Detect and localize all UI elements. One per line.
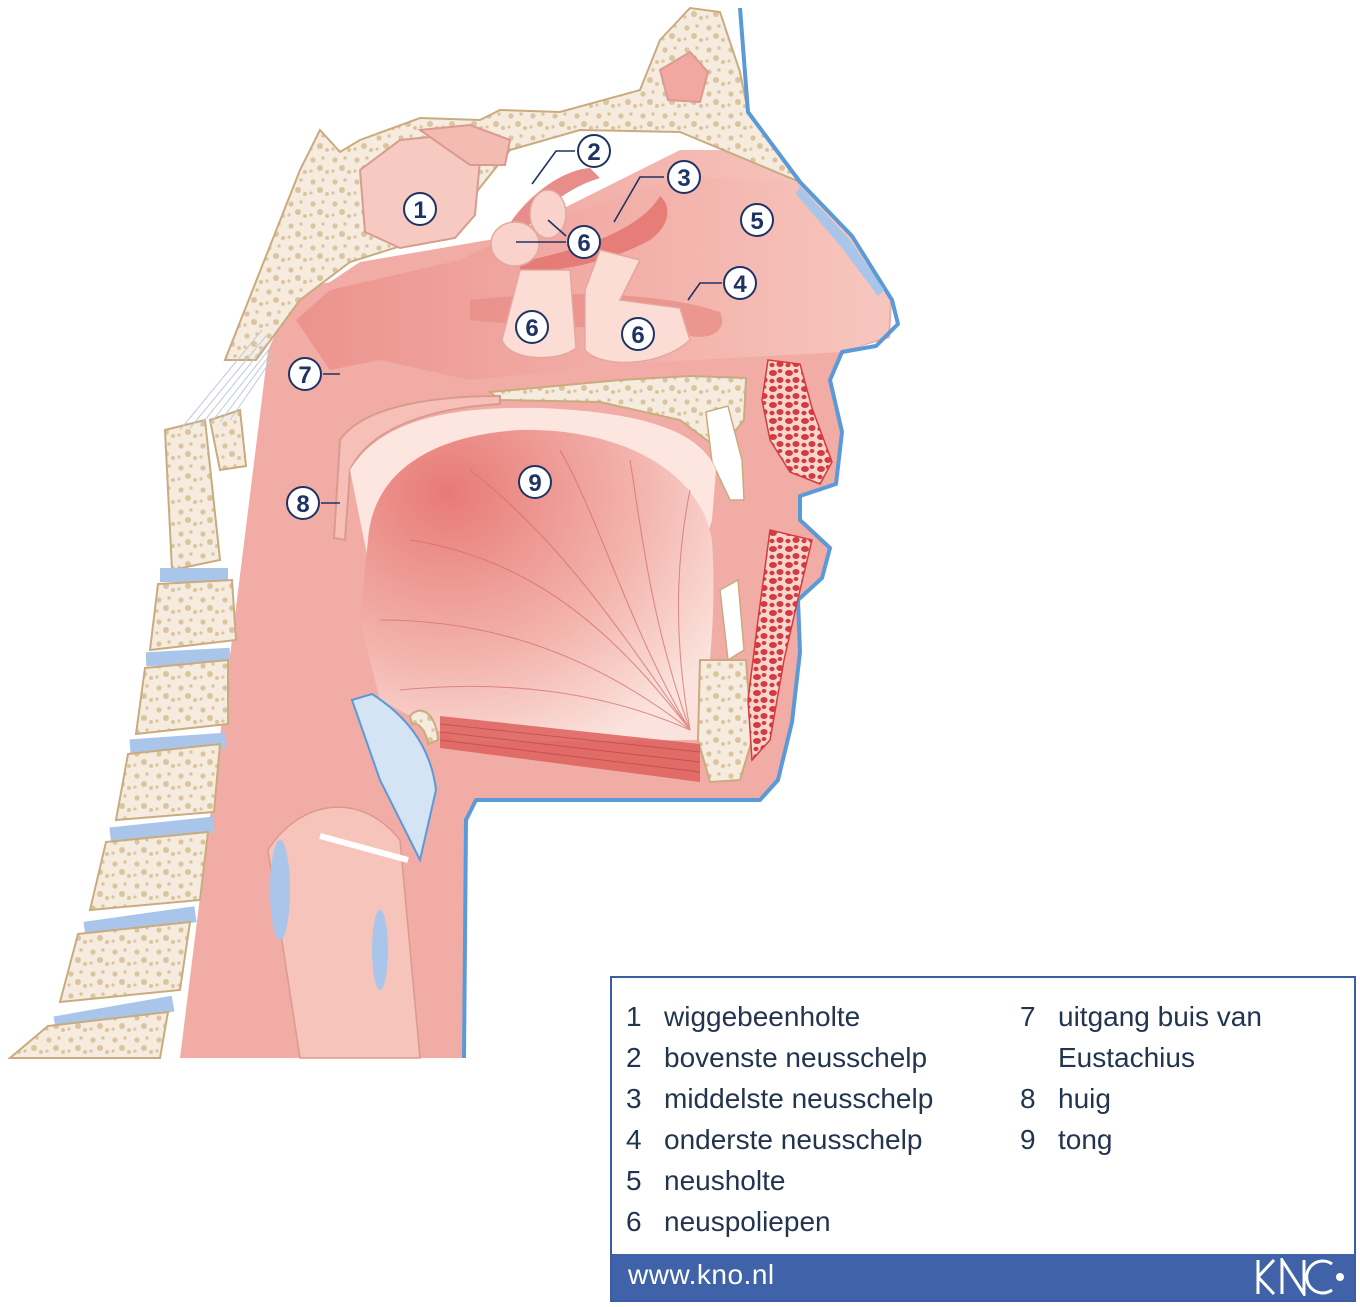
marker-7: 7 xyxy=(288,357,322,391)
thyroid-cartilage-1 xyxy=(270,840,290,940)
legend-number: 3 xyxy=(626,1083,642,1114)
polyp-upper xyxy=(529,189,567,239)
legend-item: 2 bovenste neusschelp xyxy=(626,1037,933,1078)
larynx xyxy=(267,806,421,1059)
legend-label: middelste neusschelp xyxy=(664,1083,934,1114)
legend-number: 4 xyxy=(626,1124,642,1155)
legend-item: 9 tong xyxy=(1020,1119,1262,1160)
svg-text:2: 2 xyxy=(587,139,600,166)
lower-lip-muscle xyxy=(747,529,813,762)
svg-text:7: 7 xyxy=(298,362,311,389)
marker-8: 8 xyxy=(286,486,320,520)
legend-label: tong xyxy=(1058,1124,1113,1155)
frontal-sinus xyxy=(658,50,710,104)
legend-item: 4 onderste neusschelp xyxy=(626,1119,933,1160)
marker-6-left: 6 xyxy=(515,310,549,344)
sphenoid-sinus xyxy=(358,133,482,250)
lower-teeth xyxy=(719,578,745,662)
svg-text:1: 1 xyxy=(413,197,426,224)
svg-text:6: 6 xyxy=(577,230,590,257)
sphenoid-sinus-inner xyxy=(417,123,512,166)
nasal-cavity xyxy=(296,150,890,380)
legend-number: 8 xyxy=(1020,1083,1036,1114)
middle-concha xyxy=(520,196,668,272)
marker-5: 5 xyxy=(740,203,774,237)
svg-text:8: 8 xyxy=(296,491,309,518)
svg-text:4: 4 xyxy=(733,271,747,298)
legend-number: 7 xyxy=(1020,1001,1036,1032)
cervical-spine xyxy=(7,408,248,1059)
polyp-mid-right xyxy=(584,249,691,364)
upper-lip-muscle xyxy=(761,359,833,485)
ligament-fibers xyxy=(179,329,275,431)
nasal-cartilage xyxy=(796,186,884,296)
marker-2: 2 xyxy=(577,134,611,168)
kno-logo xyxy=(1256,1258,1344,1296)
legend-number: 5 xyxy=(626,1165,642,1196)
tongue xyxy=(360,429,714,742)
marker-6-right: 6 xyxy=(621,317,655,351)
leader-lines xyxy=(321,150,722,504)
legend-label: neusholte xyxy=(664,1165,786,1196)
legend-number: 6 xyxy=(626,1206,642,1237)
website-link[interactable]: www.kno.nl xyxy=(628,1259,775,1290)
hyoid-bone xyxy=(408,709,440,746)
marker-1: 1 xyxy=(403,192,437,226)
legend-number: 9 xyxy=(1020,1124,1036,1155)
legend-item: 8 huig xyxy=(1020,1078,1262,1119)
legend-label: bovenste neusschelp xyxy=(664,1042,928,1073)
svg-text:3: 3 xyxy=(677,165,690,192)
svg-text:9: 9 xyxy=(528,470,541,497)
legend-item: 7 uitgang buis van Eustachius xyxy=(1020,996,1262,1078)
legend-label: uitgang buis van Eustachius xyxy=(1058,1001,1262,1073)
svg-text:6: 6 xyxy=(631,322,644,349)
svg-text:5: 5 xyxy=(750,208,763,235)
face-skin-outline xyxy=(462,7,900,1059)
soft-palate xyxy=(332,394,501,542)
legend-item: 1 wiggebeenholte xyxy=(626,996,933,1037)
polyp-upper-2 xyxy=(490,221,540,267)
legend-item: 5 neusholte xyxy=(626,1160,933,1201)
legend-item: 6 neuspoliepen xyxy=(626,1201,933,1242)
marker-4: 4 xyxy=(723,266,757,300)
legend-label: wiggebeenholte xyxy=(664,1001,861,1032)
tongue-muscle-fibers xyxy=(379,449,691,731)
marker-3: 3 xyxy=(667,160,701,194)
legend-label: neuspoliepen xyxy=(664,1206,831,1237)
mandible-bone xyxy=(696,659,754,784)
legend-number: 1 xyxy=(626,1001,642,1032)
marker-9: 9 xyxy=(518,465,552,499)
legend-label: onderste neusschelp xyxy=(664,1124,923,1155)
mylohyoid-muscle xyxy=(440,716,700,782)
legend-box: 1 wiggebeenholte 2 bovenste neusschelp 3 mi… xyxy=(610,976,1356,1302)
svg-text:6: 6 xyxy=(525,315,538,342)
marker-6-upper: 6 xyxy=(567,225,601,259)
vocal-fold xyxy=(319,833,409,863)
legend-number: 2 xyxy=(626,1042,642,1073)
legend-label: huig xyxy=(1058,1083,1111,1114)
thyroid-cartilage-2 xyxy=(372,910,388,990)
legend-column-right: 7 uitgang buis van Eustachius 8 huig 9 tong xyxy=(1020,996,1262,1160)
legend-column-left: 1 wiggebeenholte 2 bovenste neusschelp 3 mi… xyxy=(626,996,933,1242)
legend-item: 3 middelste neusschelp xyxy=(626,1078,933,1119)
footer-bar: www.kno.nl xyxy=(612,1254,1354,1300)
epiglottis xyxy=(350,692,438,863)
